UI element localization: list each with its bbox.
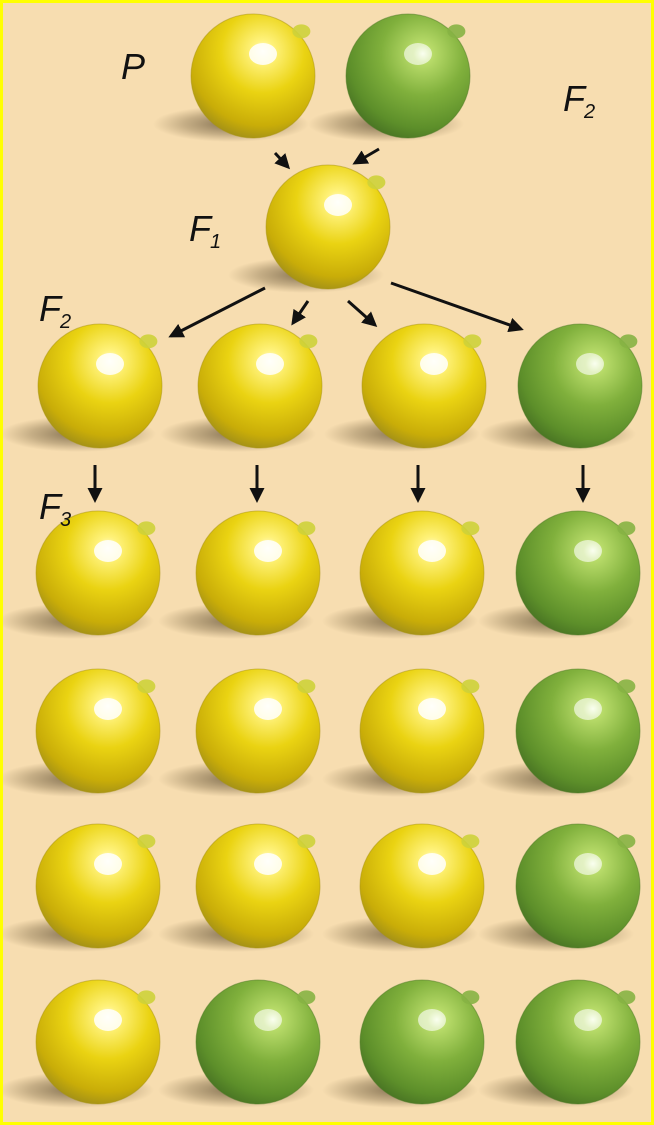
pea-f2-1 xyxy=(37,323,163,449)
pea-f2-3 xyxy=(361,323,487,449)
arrow-f1-to-f2-2 xyxy=(291,300,310,326)
label-f1-letter: F xyxy=(189,208,211,249)
pea-f3-r3-3 xyxy=(359,823,485,949)
pea-p-1 xyxy=(190,13,316,139)
pea-f1-1 xyxy=(265,164,391,290)
pea-f3-r2-4 xyxy=(515,668,641,794)
pea-f3-r3-4 xyxy=(515,823,641,949)
pea-f3-r2-1 xyxy=(35,668,161,794)
pea-f3-r2-2 xyxy=(195,668,321,794)
label-p-text: P xyxy=(121,46,146,87)
pea-f2-2 xyxy=(197,323,323,449)
arrow-p1-to-f1 xyxy=(273,151,291,170)
label-f2-top-subscript: 2 xyxy=(584,101,596,124)
label-f1-subscript: 1 xyxy=(210,231,222,254)
arrow-p2-to-f1 xyxy=(352,147,380,165)
pea-f3-r4-4 xyxy=(515,979,641,1105)
pea-f3-r4-2 xyxy=(195,979,321,1105)
arrow-f1-to-f2-4 xyxy=(390,281,524,333)
diagram-canvas xyxy=(3,13,643,1108)
pea-f3-r4-3 xyxy=(359,979,485,1105)
arrow-f1-to-f2-3 xyxy=(347,299,378,327)
label-p-generation: P xyxy=(121,49,145,85)
pea-f3-r3-1 xyxy=(35,823,161,949)
pea-f3-r3-2 xyxy=(195,823,321,949)
pea-f3-r4-1 xyxy=(35,979,161,1105)
arrow-f1-to-f2-1 xyxy=(168,286,266,338)
label-f2-subscript: 2 xyxy=(60,311,72,334)
pea-f3-r1-4 xyxy=(515,510,641,636)
pea-f3-r1-3 xyxy=(359,510,485,636)
pea-f3-r2-3 xyxy=(359,668,485,794)
label-f3-letter: F xyxy=(39,486,61,527)
label-f2-generation: F2 xyxy=(39,288,71,333)
label-f3-generation: F3 xyxy=(39,486,71,531)
pea-p-2 xyxy=(345,13,471,139)
label-f2-top: F2 xyxy=(563,78,595,123)
pea-f3-r1-2 xyxy=(195,510,321,636)
pea-f3-r1-1 xyxy=(35,510,161,636)
label-f1-generation: F1 xyxy=(189,208,221,253)
pea-f2-4 xyxy=(517,323,643,449)
label-f2-top-letter: F xyxy=(563,78,585,119)
label-f3-subscript: 3 xyxy=(60,509,72,532)
label-f2-letter: F xyxy=(39,288,61,329)
